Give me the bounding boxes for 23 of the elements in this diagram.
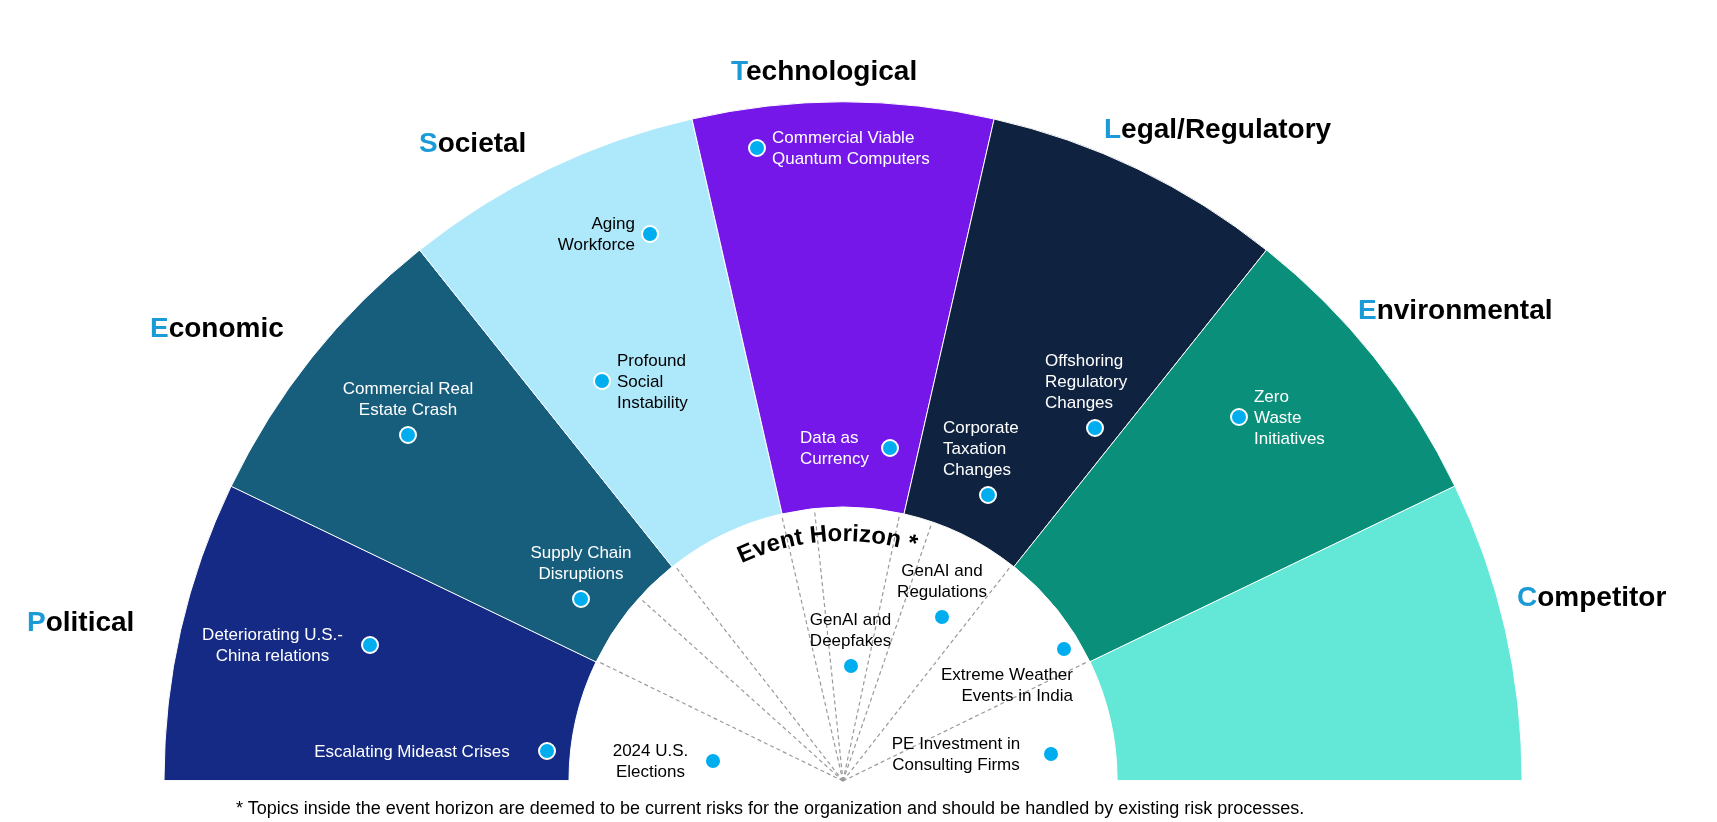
risk-label: PE Investment in Consulting Firms: [890, 733, 1022, 775]
risk-label: Offshoring Regulatory Changes: [1045, 350, 1129, 413]
risk-label: Escalating Mideast Crises: [313, 741, 511, 762]
footnote: * Topics inside the event horizon are deemed to be current risks for the organization and should be handled by existing risk processes.: [236, 798, 1305, 819]
risk-label: GenAI and Deepfakes: [808, 609, 893, 651]
category-heading: Economic: [150, 311, 284, 345]
risk-label: Commercial Real Estate Crash: [341, 378, 475, 420]
risk-label: 2024 U.S. Elections: [611, 740, 690, 782]
category-heading: Competitor: [1517, 580, 1667, 614]
risk-label: Aging Workforce: [556, 213, 635, 255]
category-heading: Environmental: [1358, 293, 1553, 327]
risk-label: Zero Waste Initiatives: [1254, 386, 1326, 449]
category-heading: Political: [27, 605, 135, 639]
category-heading: Legal/Regulatory: [1104, 112, 1332, 146]
risk-label: Supply Chain Disruptions: [529, 542, 633, 584]
risk-label: Corporate Taxation Changes: [943, 417, 1020, 480]
risk-label: Deteriorating U.S.-China relations: [201, 624, 344, 666]
risk-label: Data as Currency: [800, 427, 870, 469]
risk-label: Profound Social Instability: [617, 350, 689, 413]
category-heading: Societal: [419, 126, 527, 160]
risk-label: Commercial Viable Quantum Computers: [772, 127, 931, 169]
risk-label: Extreme Weather Events in India: [940, 664, 1073, 706]
category-heading: Technological: [731, 54, 918, 88]
